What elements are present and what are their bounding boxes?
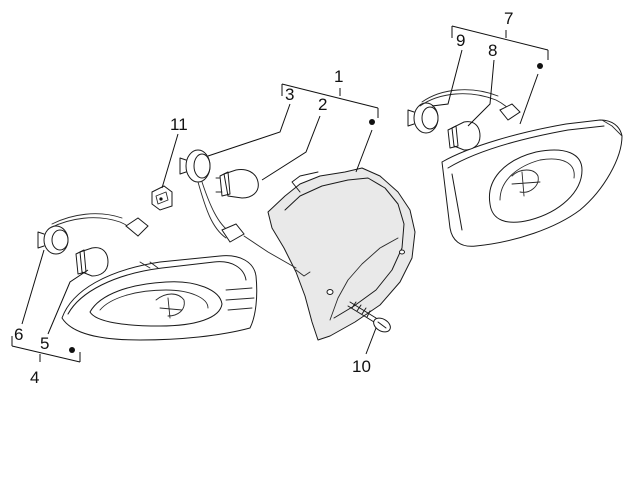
callout-7-8-9: 7 8 9 xyxy=(431,9,549,127)
label-10: 10 xyxy=(352,357,371,376)
right-bulb-socket xyxy=(407,89,521,134)
left-taillight xyxy=(61,255,258,341)
label-9: 9 xyxy=(456,31,465,50)
center-bulb xyxy=(215,169,259,199)
callout-2: 2 xyxy=(261,95,327,181)
center-wire-to-cover xyxy=(243,235,297,269)
left-bulb xyxy=(75,247,109,277)
callout-1: 1 xyxy=(281,67,379,173)
center-bulb-socket xyxy=(179,149,245,243)
label-1: 1 xyxy=(334,67,343,86)
label-3: 3 xyxy=(285,85,294,104)
clip-nut xyxy=(151,185,173,211)
left-bulb-socket xyxy=(37,213,149,255)
callout-11: 11 xyxy=(161,115,188,189)
label-6: 6 xyxy=(14,325,23,344)
label-2: 2 xyxy=(318,95,327,114)
label-4: 4 xyxy=(30,368,39,387)
label-7: 7 xyxy=(504,9,513,28)
screw xyxy=(347,301,391,333)
label-11: 11 xyxy=(170,115,188,134)
label-5: 5 xyxy=(40,334,49,353)
right-bulb xyxy=(447,121,481,151)
rear-cover-housing xyxy=(267,167,416,341)
callout-10: 10 xyxy=(352,327,377,376)
callout-4-5-6: 4 5 6 xyxy=(11,249,89,387)
label-8: 8 xyxy=(488,41,497,60)
callout-3: 3 xyxy=(207,85,294,157)
right-taillight xyxy=(441,119,623,247)
